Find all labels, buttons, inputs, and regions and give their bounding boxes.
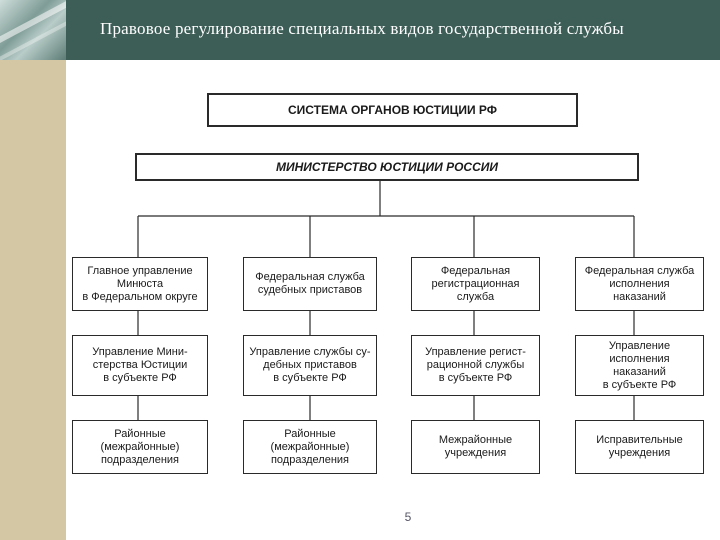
- col2-level1-box: Федеральная служба судебных приставов: [243, 257, 377, 311]
- col2-level3-box: Районные (межрайонные) подразделения: [243, 420, 377, 474]
- col4-level1-box: Федеральная служба исполнения наказаний: [575, 257, 704, 311]
- col1-level3-box: Районные (межрайонные) подразделения: [72, 420, 208, 474]
- col1-level2-box: Управление Мини- стерства Юстиции в субъ…: [72, 335, 208, 396]
- ministry-box: МИНИСТЕРСТВО ЮСТИЦИИ РОССИИ: [135, 153, 639, 181]
- left-sidebar-band: [0, 60, 66, 540]
- col4-level2-box: Управление исполнения наказаний в субъек…: [575, 335, 704, 396]
- col1-level1-box: Главное управление Минюста в Федеральном…: [72, 257, 208, 311]
- col4-level3-box: Исправительные учреждения: [575, 420, 704, 474]
- header-bar: Правовое регулирование специальных видов…: [0, 0, 720, 60]
- system-title-box: СИСТЕМА ОРГАНОВ ЮСТИЦИИ РФ: [207, 93, 578, 127]
- col3-level3-box: Межрайонные учреждения: [411, 420, 540, 474]
- page-number: 5: [404, 510, 412, 524]
- page-title: Правовое регулирование специальных видов…: [100, 19, 624, 38]
- col2-level2-box: Управление службы су- дебных приставов в…: [243, 335, 377, 396]
- header-logo-image: [0, 0, 66, 60]
- col3-level2-box: Управление регист- рационной службы в су…: [411, 335, 540, 396]
- col3-level1-box: Федеральная регистрационная служба: [411, 257, 540, 311]
